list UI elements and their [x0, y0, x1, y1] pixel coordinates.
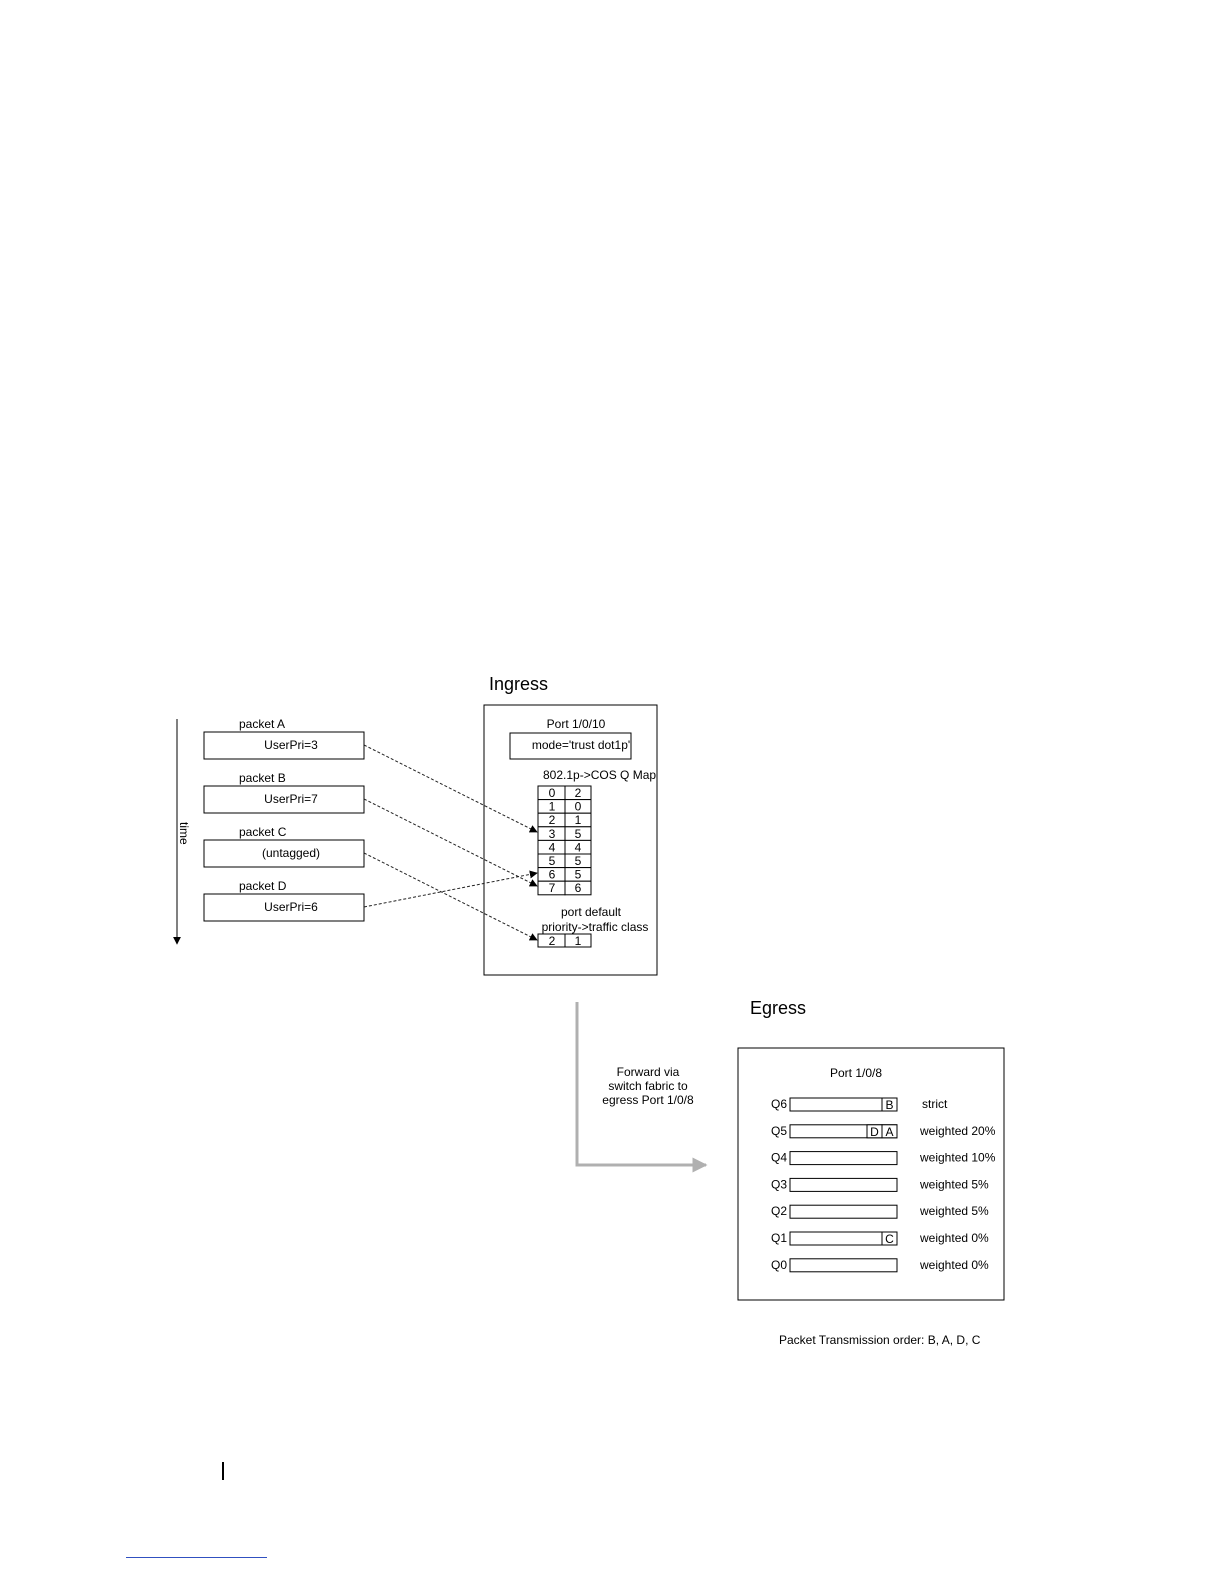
packet-b: packet B UserPri=7 [203, 771, 365, 814]
footer-rule [126, 1557, 267, 1558]
queue-policy-q6: strict [922, 1097, 948, 1111]
queue-policy-q4: weighted 10% [919, 1151, 996, 1165]
egress-port: Port 1/0/8 [830, 1066, 882, 1080]
queue-label-q0: Q0 [771, 1258, 787, 1272]
queue-q1-packet-c [881, 1231, 898, 1246]
transmission-order: Packet Transmission order: B, A, D, C [779, 1333, 981, 1347]
queue-label-q1: Q1 [771, 1231, 787, 1245]
port-default-cell-class [564, 933, 592, 948]
port-default-title-1: port default [561, 905, 622, 919]
queue-policy-q5: weighted 20% [919, 1124, 996, 1138]
queue-bar-q0 [789, 1258, 898, 1273]
queue-policy-q1: weighted 0% [919, 1231, 989, 1245]
queue-policy-q3: weighted 5% [919, 1177, 989, 1191]
packet-b-box [203, 785, 365, 814]
cos-map-queue-6: 5 [575, 868, 582, 882]
cos-map-priority-4: 4 [549, 840, 556, 854]
packet-c-label: packet C [239, 825, 287, 839]
cos-map-priority-7: 7 [549, 881, 556, 895]
cos-map-priority-1: 1 [549, 800, 556, 814]
packet-d-value: UserPri=6 [264, 900, 318, 914]
port-default-class: 1 [575, 934, 582, 948]
queue-label-q2: Q2 [771, 1204, 787, 1218]
margin-change-bar [222, 1462, 224, 1480]
queue-q5-packet-label: D [870, 1125, 879, 1139]
cos-map-priority-2: 2 [549, 813, 556, 827]
queue-label-q3: Q3 [771, 1177, 787, 1191]
arrow-packet-b-to-map [363, 798, 538, 887]
queue-bar-q1 [789, 1231, 898, 1246]
port-default-table: 2 1 [537, 933, 592, 948]
forward-line-2: switch fabric to [608, 1079, 688, 1093]
cos-map-priority-0: 0 [549, 786, 556, 800]
packet-d: packet D UserPri=6 [203, 879, 365, 922]
cos-map-priority-6: 6 [549, 868, 556, 882]
cos-map-queue-3: 5 [575, 827, 582, 841]
queue-bar-q2 [789, 1204, 898, 1219]
cos-map-queue-0: 2 [575, 786, 582, 800]
cos-map-queue-1: 0 [575, 800, 582, 814]
queue-label-q5: Q5 [771, 1124, 787, 1138]
forward-line-1: Forward via [617, 1065, 680, 1079]
ingress-mode: mode='trust dot1p' [532, 738, 630, 752]
queue-policy-q0: weighted 0% [919, 1258, 989, 1272]
queue-bar-q3 [789, 1177, 898, 1192]
cos-map-queue-5: 5 [575, 854, 582, 868]
ingress-mode-box [509, 732, 632, 760]
egress-box [737, 1047, 1005, 1301]
packet-c: packet C (untagged) [203, 825, 365, 868]
packet-d-box [203, 893, 365, 922]
arrow-packet-a-to-map [363, 744, 538, 833]
cos-map-queue-2: 1 [575, 813, 582, 827]
cos-map-priority-3: 3 [549, 827, 556, 841]
cos-map-queue-4: 4 [575, 840, 582, 854]
queue-bar-q6 [789, 1097, 898, 1112]
cos-map-queue-7: 6 [575, 881, 582, 895]
queue-q5-packet-label: A [885, 1125, 893, 1139]
packet-a-value: UserPri=3 [264, 738, 318, 752]
queue-label-q4: Q4 [771, 1151, 787, 1165]
cos-map-priority-5: 5 [549, 854, 556, 868]
queue-policy-q2: weighted 5% [919, 1204, 989, 1218]
port-default-priority: 2 [549, 934, 556, 948]
ingress-port: Port 1/0/10 [547, 717, 606, 731]
packet-d-label: packet D [239, 879, 287, 893]
arrow-packet-c-to-default [363, 852, 538, 941]
packet-a: packet A UserPri=3 [203, 717, 365, 760]
forward-arrow [575, 1002, 708, 1173]
queue-q5-packet-a [881, 1124, 898, 1139]
packet-b-value: UserPri=7 [264, 792, 318, 806]
port-default-title-2: priority->traffic class [542, 920, 649, 934]
ingress-title: Ingress [489, 674, 548, 694]
queue-bar-q4 [789, 1151, 898, 1166]
queue-q1-packet-label: C [885, 1232, 894, 1246]
packet-c-value: (untagged) [262, 846, 320, 860]
time-label: time [177, 822, 191, 845]
cos-map-cell-queue-7 [564, 880, 592, 896]
packet-a-label: packet A [239, 717, 285, 731]
packet-c-box [203, 839, 365, 868]
packet-b-label: packet B [239, 771, 286, 785]
egress-title: Egress [750, 998, 806, 1018]
queue-q6-packet-b [881, 1097, 898, 1112]
forward-line-3: egress Port 1/0/8 [602, 1093, 694, 1107]
queue-q6-packet-label: B [885, 1098, 893, 1112]
queue-label-q6: Q6 [771, 1097, 787, 1111]
cos-map-title: 802.1p->COS Q Map [543, 768, 656, 782]
arrow-packet-d-to-map [363, 870, 538, 908]
